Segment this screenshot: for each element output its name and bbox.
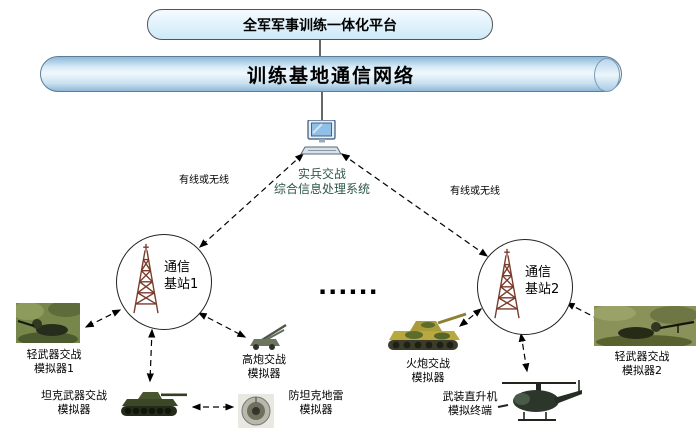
link-station2-helicopter — [518, 332, 530, 373]
platform-box: 全军军事训练一体化平台 — [147, 9, 493, 40]
light2-label: 轻武器交战 模拟器2 — [596, 350, 688, 377]
helicopter-photo — [496, 374, 586, 432]
light2-label-line2: 模拟器2 — [622, 363, 662, 377]
link-station1-tank — [146, 328, 156, 383]
processor-label: 实兵交战 综合信息处理系统 — [240, 167, 404, 197]
aagun-label-line1: 高炮交战 — [242, 353, 286, 366]
cylinder-end-cap — [594, 58, 620, 92]
station1-circle — [116, 234, 212, 330]
light1-label-line2: 模拟器1 — [34, 361, 74, 375]
processor-label-line2: 综合信息处理系统 — [273, 182, 370, 196]
antenna-tower-icon — [487, 248, 527, 320]
processor-label-line1: 实兵交战 — [297, 167, 346, 181]
tank-photo — [118, 386, 188, 418]
light1-label: 轻武器交战 模拟器1 — [8, 348, 100, 375]
backbone-cylinder: 训练基地通信网络 — [40, 56, 622, 92]
artillery-photo — [384, 310, 470, 352]
computer-icon — [300, 119, 344, 156]
station1-label: 通信 基站1 — [164, 259, 198, 293]
aagun-label: 高炮交战 模拟器 — [222, 353, 306, 380]
aa-gun-photo — [240, 322, 290, 350]
tank-label-line1: 坦克武器交战 — [41, 389, 107, 402]
station2-label-line1: 通信 — [525, 265, 552, 280]
light1-label-line1: 轻武器交战 — [26, 348, 82, 361]
light2-label-line1: 轻武器交战 — [614, 350, 670, 363]
station2-label: 通信 基站2 — [525, 264, 559, 298]
artillery-label-line2: 模拟器 — [411, 370, 445, 384]
station2-circle — [477, 239, 573, 335]
mine-label: 防坦克地雷 模拟器 — [276, 389, 356, 416]
mine-label-line2: 模拟器 — [299, 402, 333, 416]
link-station1-aagun — [197, 312, 247, 338]
aagun-label-line2: 模拟器 — [247, 366, 281, 380]
helicopter-label: 武装直升机 模拟终端 — [432, 390, 508, 417]
link-station1-light1 — [84, 309, 122, 328]
link-label-right: 有线或无线 — [449, 182, 501, 197]
mine-label-line1: 防坦克地雷 — [288, 389, 344, 402]
helicopter-label-line1: 武装直升机 — [442, 390, 498, 403]
soldier-photo — [12, 301, 84, 346]
helicopter-label-line2: 模拟终端 — [448, 403, 492, 417]
artillery-label-line1: 火炮交战 — [406, 357, 450, 370]
tank-label: 坦克武器交战 模拟器 — [30, 389, 118, 416]
station2-label-line2: 基站2 — [525, 282, 560, 297]
link-label-left: 有线或无线 — [178, 171, 230, 186]
ellipsis: ...... — [318, 272, 379, 300]
cylinder-body — [40, 56, 622, 92]
station1-label-line2: 基站1 — [164, 277, 199, 292]
artillery-label: 火炮交战 模拟器 — [386, 357, 470, 384]
mine-photo — [238, 394, 274, 428]
soldier-photo — [592, 305, 698, 349]
backbone-label: 训练基地通信网络 — [246, 64, 415, 87]
antenna-tower-icon — [126, 243, 166, 315]
tank-label-line2: 模拟器 — [57, 402, 91, 416]
platform-label: 全军军事训练一体化平台 — [243, 17, 397, 34]
station1-label-line1: 通信 — [164, 260, 191, 275]
